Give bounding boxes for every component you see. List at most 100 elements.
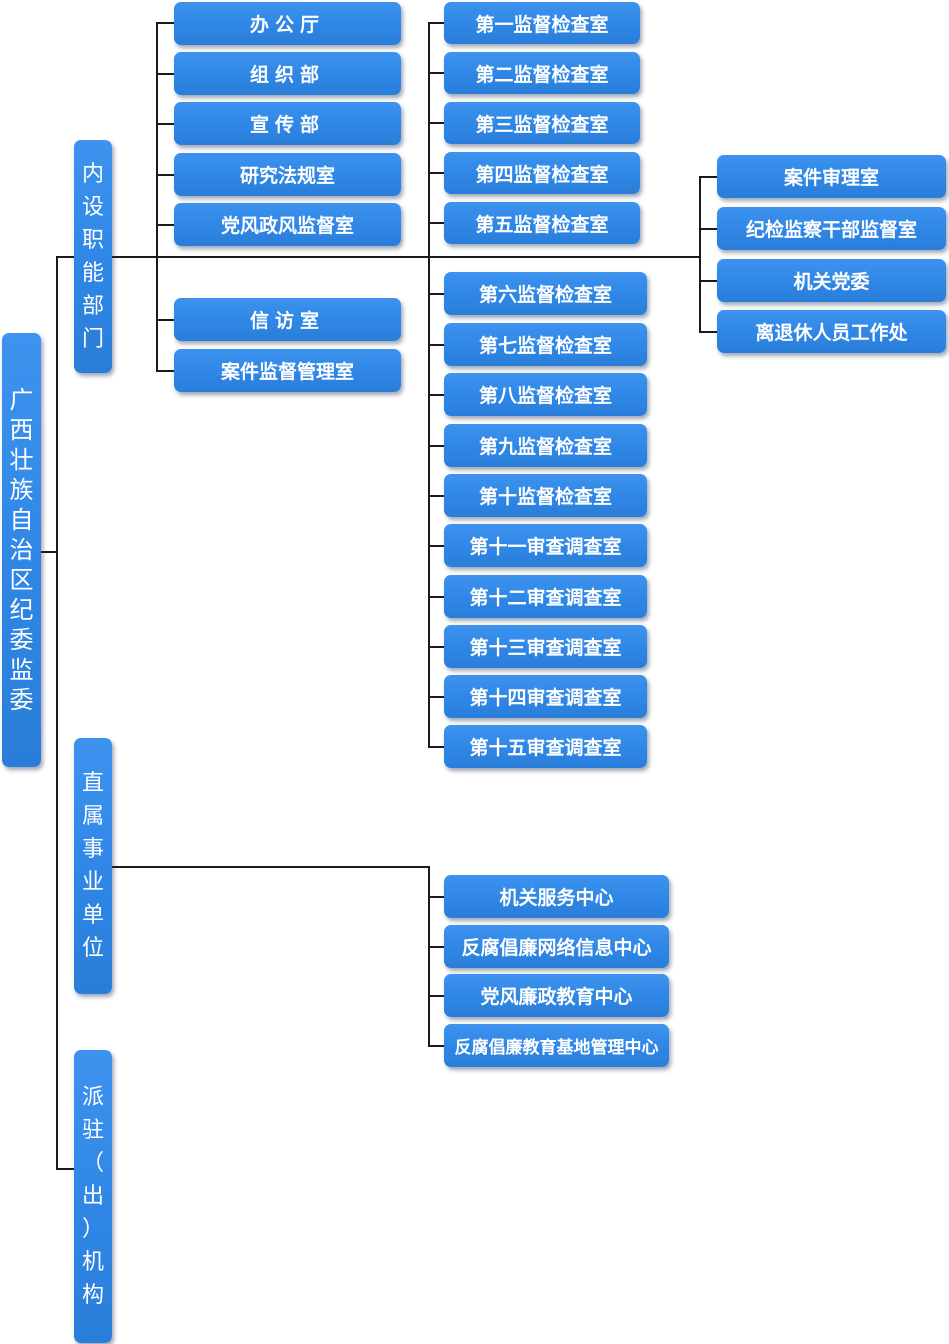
inspection-spine bbox=[428, 22, 430, 747]
group-c-tick bbox=[699, 228, 718, 230]
case-trial-box: 案件审理室 bbox=[717, 155, 946, 198]
group-a-tick bbox=[156, 73, 175, 75]
vertical-char: 纪 bbox=[9, 596, 34, 624]
vertical-char: 自 bbox=[9, 506, 34, 534]
vertical-char: 派 bbox=[81, 1085, 104, 1110]
inspection-room-box: 第一监督检查室 bbox=[444, 2, 640, 44]
group-c-tick bbox=[699, 280, 718, 282]
vertical-char: 出 bbox=[81, 1184, 104, 1209]
review-room-box: 第十二审查调查室 bbox=[444, 575, 647, 618]
research-regulations-box: 研究法规室 bbox=[174, 153, 401, 196]
vertical-char: 设 bbox=[81, 194, 104, 220]
inspection-tick bbox=[428, 596, 445, 598]
party-committee-box: 机关党委 bbox=[717, 259, 946, 302]
review-room-box: 第十一审查调查室 bbox=[444, 524, 647, 567]
vertical-char: 委 bbox=[9, 626, 34, 654]
vertical-char: 监 bbox=[9, 656, 34, 684]
vertical-char: 壮 bbox=[9, 446, 34, 474]
vertical-char: 治 bbox=[9, 536, 34, 564]
root-box: 广西壮族自治区纪委监委 bbox=[2, 333, 41, 767]
group-c-spine bbox=[699, 176, 701, 332]
education-base-center-box: 反腐倡廉教育基地管理中心 bbox=[444, 1024, 669, 1067]
inspection-room-box: 第七监督检查室 bbox=[444, 323, 647, 366]
inspection-tick bbox=[428, 344, 445, 346]
group-c-tick bbox=[699, 331, 718, 333]
vertical-char: 单 bbox=[81, 903, 104, 928]
network-info-center-box: 反腐倡廉网络信息中心 bbox=[444, 925, 669, 968]
inspection-tick bbox=[428, 445, 445, 447]
inspection-room-box: 第九监督检查室 bbox=[444, 424, 647, 467]
vertical-char: 位 bbox=[81, 936, 104, 961]
affiliated-tick bbox=[428, 995, 445, 997]
inspection-room-box: 第三监督检查室 bbox=[444, 102, 640, 144]
category-affiliated: 直属事业单位 bbox=[74, 738, 112, 994]
review-room-box: 第十五审查调查室 bbox=[444, 725, 647, 768]
affiliated-spine bbox=[428, 866, 430, 1046]
vertical-char: 委 bbox=[9, 686, 34, 714]
vertical-char: ） bbox=[81, 1217, 104, 1242]
vertical-char: 构 bbox=[81, 1283, 104, 1308]
group-a-tick bbox=[156, 224, 175, 226]
inspection-room-box: 第二监督检查室 bbox=[444, 52, 640, 94]
inspection-tick bbox=[428, 172, 445, 174]
group-a-tick bbox=[156, 22, 175, 24]
category-dispatched: 派驻 （ 出 ） 机构 bbox=[74, 1050, 112, 1343]
group-a-spine bbox=[156, 22, 158, 371]
inspection-tick bbox=[428, 495, 445, 497]
vertical-char: 机 bbox=[81, 1250, 104, 1275]
vertical-char: 职 bbox=[81, 227, 104, 253]
inspection-tick bbox=[428, 222, 445, 224]
office-box: 办公厅 bbox=[174, 2, 401, 45]
affiliated-tick bbox=[428, 896, 445, 898]
root-spine bbox=[56, 256, 58, 1170]
vertical-char: （ bbox=[81, 1151, 104, 1176]
petition-office-box: 信访室 bbox=[174, 298, 401, 341]
vertical-char: 能 bbox=[81, 260, 104, 286]
vertical-char: 事 bbox=[81, 837, 104, 862]
group-c-tick bbox=[699, 176, 718, 178]
group-a-tick bbox=[156, 319, 175, 321]
inspection-tick bbox=[428, 394, 445, 396]
case-supervision-box: 案件监督管理室 bbox=[174, 349, 401, 392]
vertical-char: 部 bbox=[81, 293, 104, 319]
cadre-supervision-box: 纪检监察干部监督室 bbox=[717, 207, 946, 250]
party-conduct-supervision-box: 党风政风监督室 bbox=[174, 203, 401, 246]
inspection-room-box: 第五监督检查室 bbox=[444, 202, 640, 244]
inspection-room-box: 第六监督检查室 bbox=[444, 272, 647, 315]
inspection-room-box: 第十监督检查室 bbox=[444, 474, 647, 517]
inspection-tick bbox=[428, 293, 445, 295]
root-connector bbox=[40, 551, 57, 553]
affiliated-main-line bbox=[112, 866, 430, 868]
category-internal: 内设职能部门 bbox=[74, 140, 112, 373]
inspection-tick bbox=[428, 746, 445, 748]
inspection-tick bbox=[428, 646, 445, 648]
retiree-office-box: 离退休人员工作处 bbox=[717, 310, 946, 353]
spine-to-dispatched bbox=[56, 1168, 75, 1170]
vertical-char: 业 bbox=[81, 870, 104, 895]
spine-to-internal bbox=[56, 256, 75, 258]
vertical-char: 西 bbox=[9, 416, 34, 444]
publicity-dept-box: 宣传部 bbox=[174, 102, 401, 145]
inspection-room-box: 第四监督检查室 bbox=[444, 152, 640, 194]
vertical-char: 内 bbox=[81, 161, 104, 187]
service-center-box: 机关服务中心 bbox=[444, 875, 669, 918]
inspection-tick bbox=[428, 22, 445, 24]
review-room-box: 第十三审查调查室 bbox=[444, 625, 647, 668]
vertical-char: 区 bbox=[9, 566, 34, 594]
group-a-tick bbox=[156, 123, 175, 125]
affiliated-tick bbox=[428, 946, 445, 948]
group-a-tick bbox=[156, 174, 175, 176]
education-center-box: 党风廉政教育中心 bbox=[444, 974, 669, 1017]
inspection-tick bbox=[428, 696, 445, 698]
inspection-tick bbox=[428, 545, 445, 547]
inspection-tick bbox=[428, 72, 445, 74]
review-room-box: 第十四审查调查室 bbox=[444, 675, 647, 718]
vertical-char: 门 bbox=[81, 326, 104, 352]
organization-dept-box: 组织部 bbox=[174, 52, 401, 95]
group-a-tick bbox=[156, 370, 175, 372]
vertical-char: 族 bbox=[9, 476, 34, 504]
internal-main-line bbox=[112, 256, 700, 258]
affiliated-tick bbox=[428, 1045, 445, 1047]
vertical-char: 广 bbox=[9, 386, 34, 414]
vertical-char: 驻 bbox=[81, 1118, 104, 1143]
